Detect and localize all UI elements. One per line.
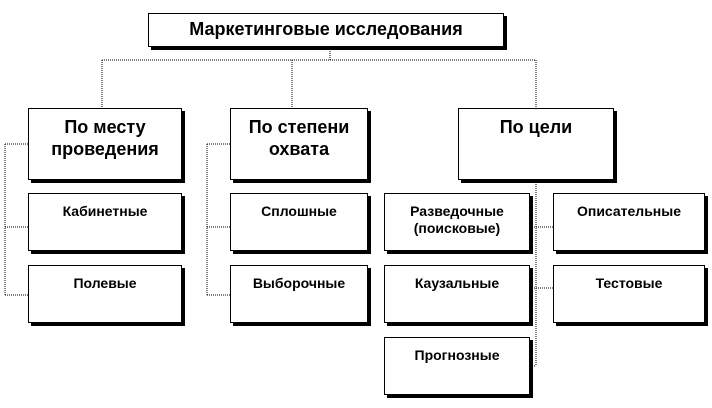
category-purpose-label: По цели	[499, 117, 573, 137]
category-coverage: По степени охвата	[230, 108, 368, 180]
category-coverage-label: По степени охвата	[248, 117, 350, 159]
item-descriptive-label: Описательные	[576, 203, 682, 219]
item-causal: Каузальные	[384, 265, 530, 323]
category-place-label: По месту проведения	[51, 117, 159, 159]
category-place: По месту проведения	[28, 108, 182, 180]
item-sample: Выборочные	[230, 265, 368, 323]
item-causal-label: Каузальные	[414, 275, 500, 291]
item-cabinet: Кабинетные	[28, 193, 182, 251]
item-exploratory-label: Разведочные (поисковые)	[410, 203, 504, 236]
category-purpose: По цели	[458, 108, 614, 180]
item-sample-label: Выборочные	[252, 275, 346, 291]
item-cabinet-label: Кабинетные	[62, 203, 148, 219]
item-field: Полевые	[28, 265, 182, 323]
item-field-label: Полевые	[73, 275, 137, 291]
item-continuous-label: Сплошные	[261, 203, 337, 219]
item-continuous: Сплошные	[230, 193, 368, 251]
item-test: Тестовые	[553, 265, 705, 323]
item-descriptive: Описательные	[553, 193, 705, 251]
root-node: Маркетинговые исследования	[148, 13, 504, 47]
item-forecast: Прогнозные	[384, 337, 530, 395]
root-label: Маркетинговые исследования	[189, 19, 463, 40]
item-forecast-label: Прогнозные	[414, 347, 500, 363]
item-exploratory: Разведочные (поисковые)	[384, 193, 530, 251]
item-test-label: Тестовые	[595, 275, 663, 291]
